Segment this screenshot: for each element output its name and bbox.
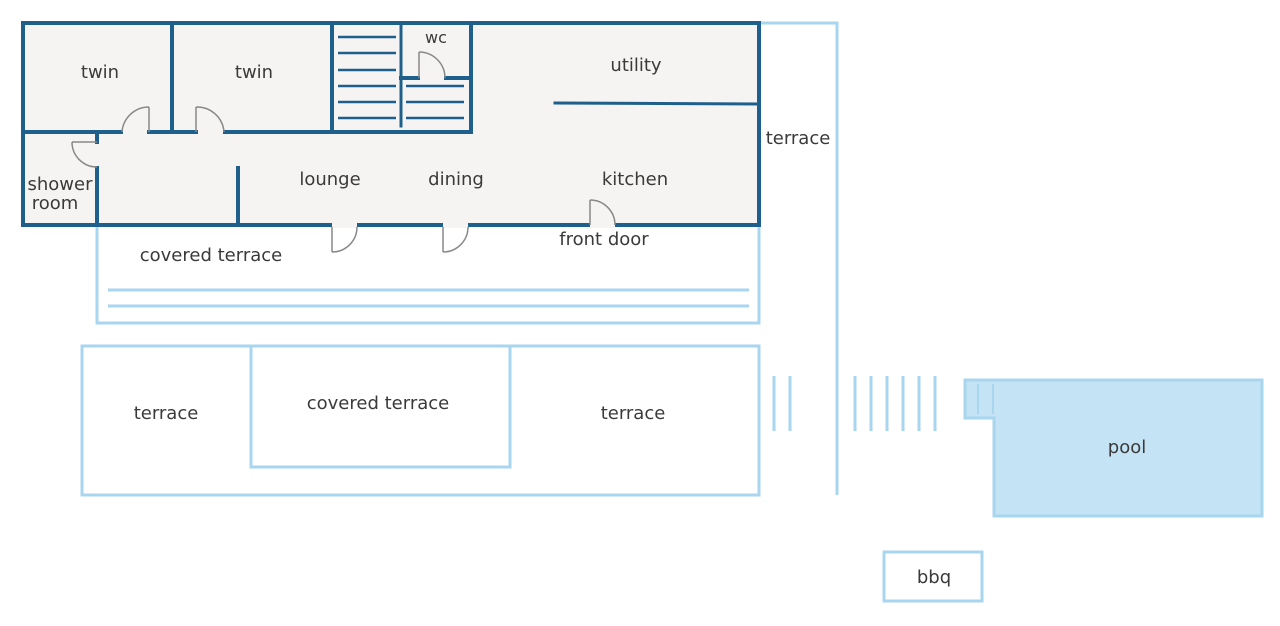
label-covered-terrace: covered terrace <box>140 245 282 266</box>
covered-terrace-mid-outline <box>249 344 512 469</box>
room-label-twin: twin <box>81 62 119 83</box>
label-terrace: terrace <box>766 128 831 149</box>
labels: twin twin wc utility shower room lounge … <box>28 28 1147 588</box>
door <box>418 51 446 79</box>
interior-wall <box>553 101 761 106</box>
door <box>442 226 469 253</box>
house-floor <box>23 23 759 225</box>
room-label-twin: twin <box>235 62 273 83</box>
room-label-shower: room <box>32 193 79 214</box>
room-label-utility: utility <box>610 55 662 76</box>
room-label-kitchen: kitchen <box>602 169 668 190</box>
label-terrace: terrace <box>601 403 666 424</box>
room-label-lounge: lounge <box>299 169 360 190</box>
side-terrace-outline <box>759 21 839 495</box>
door <box>195 106 225 133</box>
label-front-door: front door <box>559 229 649 250</box>
label-bbq: bbq <box>917 567 951 588</box>
room-label-dining: dining <box>428 169 484 190</box>
outdoor-outlines <box>80 21 984 603</box>
stairs <box>338 35 464 120</box>
label-terrace: terrace <box>134 403 199 424</box>
front-door <box>589 199 616 226</box>
pool-shape <box>963 378 1264 518</box>
label-covered-terrace: covered terrace <box>307 393 449 414</box>
bbq-outline <box>882 550 984 603</box>
label-pool: pool <box>1108 437 1146 458</box>
door <box>71 141 98 168</box>
door <box>121 106 150 133</box>
doors <box>71 51 616 253</box>
exterior-wall <box>21 21 761 227</box>
covered-terrace-outline <box>95 226 761 325</box>
room-label-wc: wc <box>425 28 447 47</box>
pool <box>963 378 1264 518</box>
door <box>331 226 358 253</box>
room-label-shower: shower <box>28 174 94 195</box>
walls <box>21 21 761 227</box>
